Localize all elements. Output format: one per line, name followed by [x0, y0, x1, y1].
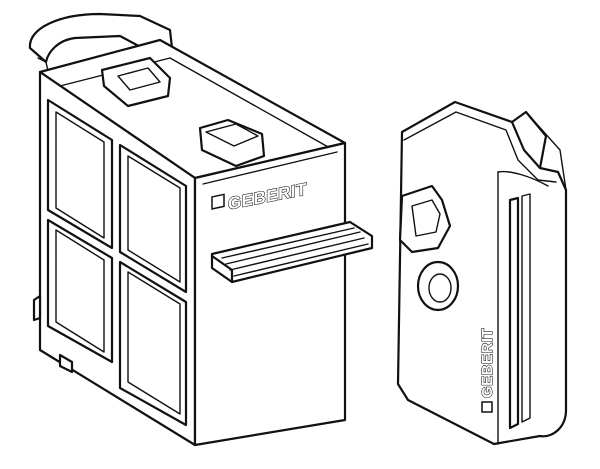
top-clip-front — [198, 118, 266, 168]
brand-label-side: GEBERIT — [479, 328, 496, 398]
end-cap-notch — [398, 184, 452, 254]
end-cap: GEBERIT — [396, 100, 568, 446]
end-cap-round-boss — [416, 260, 460, 312]
top-hook-tab — [28, 12, 174, 64]
opening-bottom-right — [118, 260, 188, 427]
grip-handle — [210, 220, 374, 284]
end-cap-body — [396, 100, 568, 446]
end-cap-groove — [508, 196, 520, 430]
box-frame: GEBERIT — [28, 12, 374, 447]
box-front-face — [193, 141, 347, 447]
brand-plate-side: GEBERIT — [478, 327, 497, 413]
top-clip-back — [100, 56, 172, 108]
